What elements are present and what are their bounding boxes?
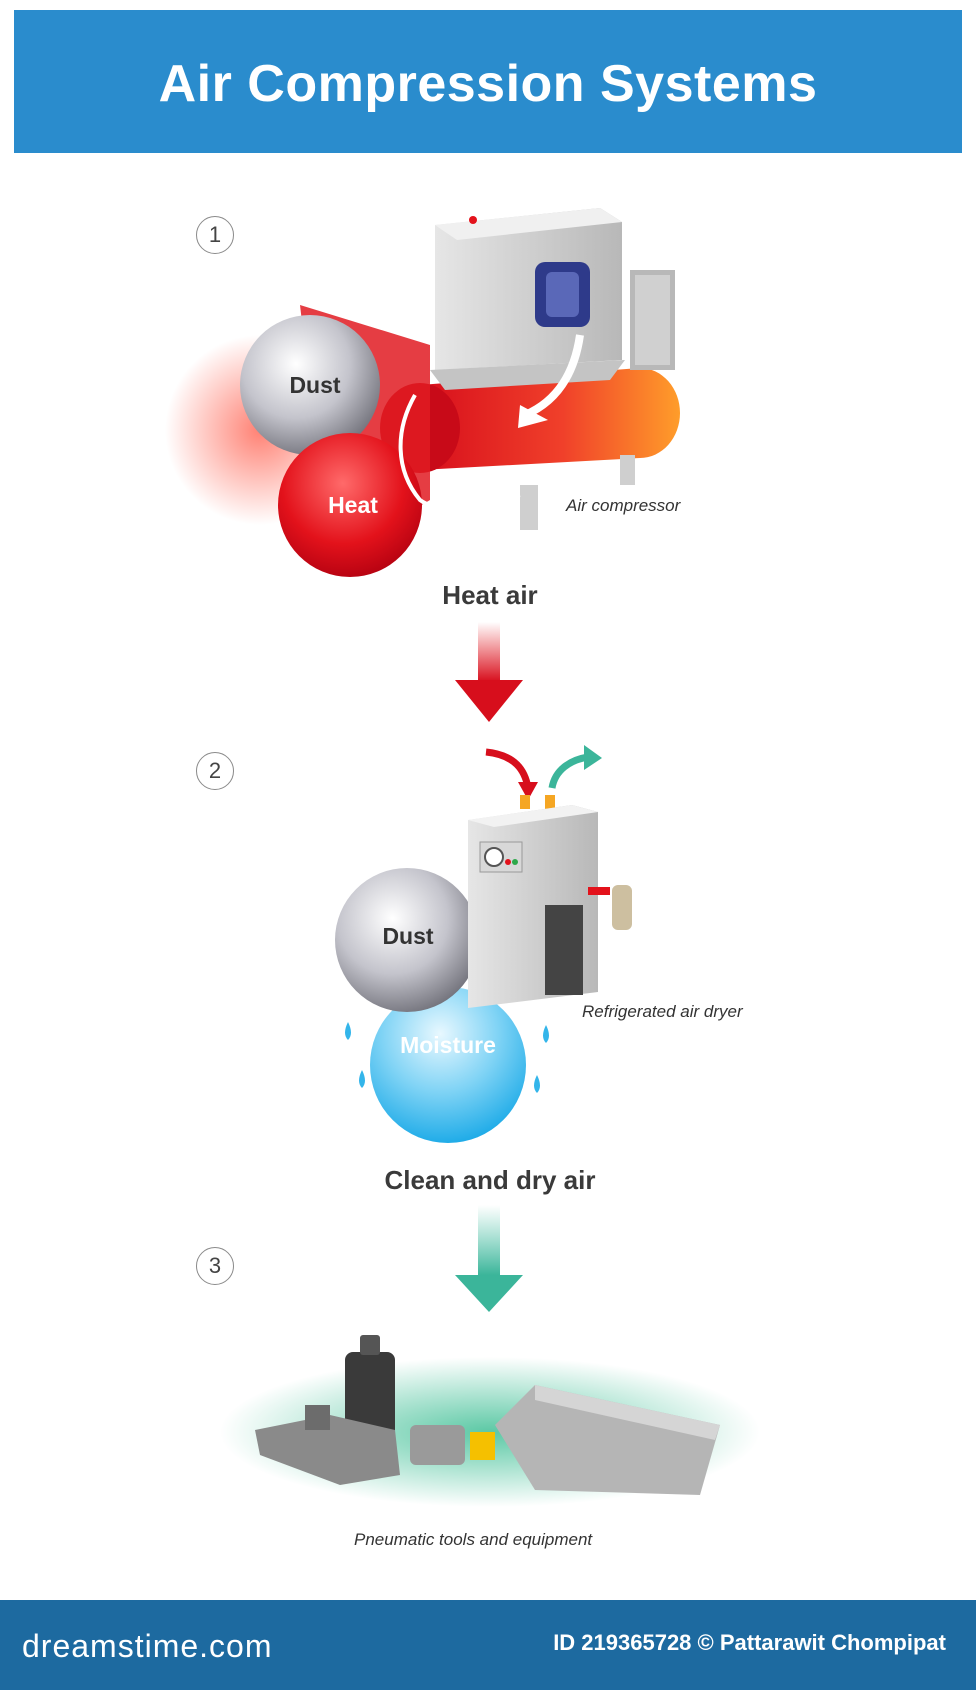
page-title: Air Compression Systems xyxy=(158,55,818,113)
title-banner: Air Compression Systems xyxy=(14,10,962,153)
step-number-1: 1 xyxy=(196,216,234,254)
heat-air-caption: Heat air xyxy=(442,580,538,610)
dust-label-2: Dust xyxy=(382,923,434,949)
compressor-unit xyxy=(430,208,675,530)
footer-bar: dreamstime.com ID 219365728 © Pattarawit… xyxy=(0,1600,976,1690)
footer-brand: dreamstime.com xyxy=(22,1628,273,1664)
heat-label: Heat xyxy=(328,492,378,518)
heat-bubble xyxy=(278,433,422,577)
moisture-label: Moisture xyxy=(400,1032,496,1058)
air-flow-arrow xyxy=(523,334,584,419)
dust-bubble-2 xyxy=(335,868,479,1012)
clean-air-arrow xyxy=(455,1205,523,1312)
dust-bubble-1 xyxy=(240,315,380,455)
step-number-3: 3 xyxy=(196,1247,234,1285)
impact-wrench xyxy=(255,1335,400,1485)
moisture-bubble xyxy=(370,987,526,1143)
water-drops xyxy=(345,1022,549,1093)
pneumatic-cylinder xyxy=(410,1385,720,1495)
step-number-2: 2 xyxy=(196,752,234,790)
air-dryer-unit xyxy=(468,795,632,1008)
dryer-in-out-arrows xyxy=(485,745,602,800)
pneumatic-tools-label: Pneumatic tools and equipment xyxy=(354,1530,593,1549)
footer-credit: ID 219365728 © Pattarawit Chompipat xyxy=(553,1630,946,1655)
air-compressor-label: Air compressor xyxy=(566,496,681,515)
dust-label-1: Dust xyxy=(289,372,341,398)
air-dryer-label: Refrigerated air dryer xyxy=(582,1002,743,1021)
clean-dry-air-caption: Clean and dry air xyxy=(384,1165,596,1195)
diagram-graphics xyxy=(165,208,760,1507)
heat-air-arrow xyxy=(455,622,523,722)
